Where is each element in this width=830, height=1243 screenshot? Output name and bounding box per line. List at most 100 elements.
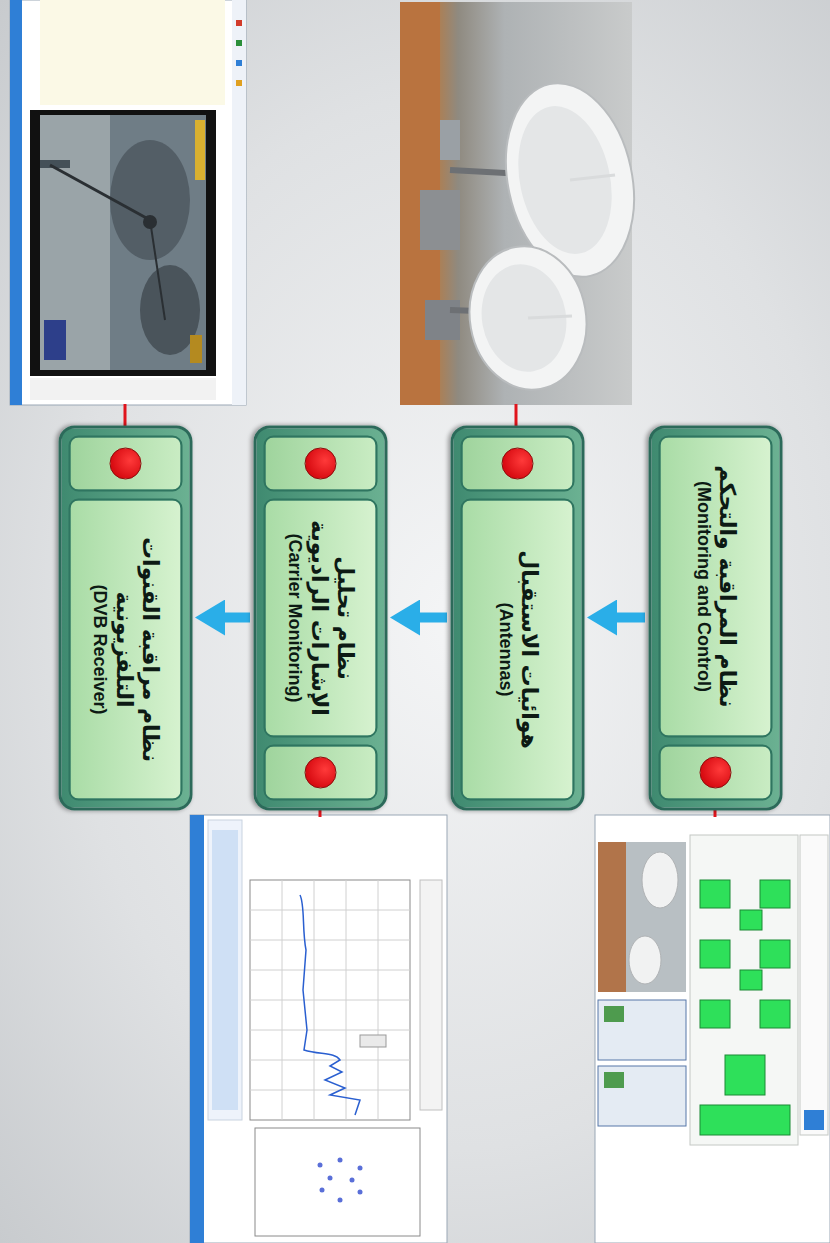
spectrum-screenshot-part-part bbox=[350, 1178, 355, 1183]
port-dot bbox=[304, 756, 336, 788]
monitoring-screenshot-part bbox=[700, 880, 790, 1135]
spectrum-screenshot-part-part bbox=[250, 1090, 410, 1091]
spectrum-screenshot-part-part bbox=[320, 1188, 325, 1193]
spectrum-screenshot-part bbox=[318, 1158, 363, 1203]
monitoring-screenshot-part bbox=[604, 1072, 624, 1088]
spectrum-screenshot-part-part bbox=[250, 910, 410, 911]
monitoring-screenshot-part-part bbox=[760, 880, 790, 908]
box-title: نظام مراقبة القنوات التلفزيونية bbox=[109, 508, 162, 790]
dvb-screenshot-part bbox=[30, 378, 216, 400]
dvb-screenshot-part bbox=[10, 0, 246, 405]
dvb-screenshot-part bbox=[150, 220, 165, 320]
monitoring-screenshot-part bbox=[804, 1110, 824, 1130]
dvb-screenshot bbox=[10, 0, 246, 405]
spectrum-screenshot-part bbox=[250, 880, 410, 1120]
process-box: هوائيات الاستقبال(Antennas) bbox=[450, 425, 584, 810]
label-panel: نظام مراقبة القنوات التلفزيونية(DVB Rece… bbox=[68, 498, 182, 800]
box-subtitle: (Monitoring and Control) bbox=[691, 481, 713, 692]
process-box: نظام تحليل الإشارات الراديوية(Carrier Mo… bbox=[253, 425, 387, 810]
spectrum-screenshot-part-part bbox=[358, 1190, 363, 1195]
process-box: نظام مراقبة القنوات التلفزيونية(DVB Rece… bbox=[58, 425, 192, 810]
port-dot bbox=[699, 756, 731, 788]
spectrum-screenshot-part-part bbox=[358, 1166, 363, 1171]
spectrum-screenshot-part bbox=[190, 815, 204, 1243]
box-title: نظام المراقبة والتحكم bbox=[713, 465, 739, 707]
antennas-photo-part bbox=[505, 97, 624, 262]
dvb-screenshot-part bbox=[40, 0, 225, 105]
dvb-screenshot-part bbox=[236, 60, 242, 66]
dvb-screenshot-part bbox=[236, 80, 242, 86]
label-panel: هوائيات الاستقبال(Antennas) bbox=[460, 498, 574, 800]
port-square bbox=[460, 435, 574, 491]
spectrum-screenshot-part-part bbox=[314, 880, 315, 1120]
monitoring-screenshot-part-part bbox=[700, 1105, 790, 1135]
monitoring-screenshot-part-part bbox=[725, 1055, 765, 1095]
spectrum-screenshot-part-part bbox=[338, 1158, 343, 1163]
spectrum-screenshot-part-part bbox=[338, 1198, 343, 1203]
spectrum-screenshot-part bbox=[420, 880, 442, 1110]
dvb-screenshot-part bbox=[232, 0, 246, 405]
monitoring-screenshot-part-part bbox=[700, 880, 730, 908]
dvb-screenshot-part bbox=[40, 115, 206, 370]
spectrum-screenshot-part-part bbox=[282, 880, 283, 1120]
label-panel: نظام المراقبة والتحكم(Monitoring and Con… bbox=[658, 435, 772, 737]
box-subtitle: (Antennas) bbox=[493, 602, 515, 696]
spectrum-screenshot-part bbox=[212, 830, 238, 1110]
port-dot bbox=[304, 447, 336, 479]
spectrum-screenshot-part bbox=[360, 1035, 386, 1047]
spectrum-screenshot-part-part bbox=[318, 1163, 323, 1168]
box-frame: نظام مراقبة القنوات التلفزيونية(DVB Rece… bbox=[58, 425, 192, 810]
box-subtitle: (Carrier Monitoring) bbox=[283, 533, 305, 702]
picture-link-part bbox=[515, 404, 518, 427]
monitoring-screenshot-part bbox=[598, 1066, 686, 1126]
monitoring-screenshot-part bbox=[604, 1006, 624, 1022]
dvb-screenshot-part bbox=[143, 215, 157, 229]
spectrum-screenshot-part-part bbox=[378, 880, 379, 1120]
monitoring-screenshot-part bbox=[598, 1000, 686, 1060]
antennas-photo-part bbox=[425, 300, 460, 340]
spectrum-screenshot-part-part bbox=[250, 1030, 410, 1031]
antennas-photo-part bbox=[440, 120, 460, 160]
spectrum-screenshot-part-part bbox=[250, 940, 410, 941]
spectrum-screenshot-part bbox=[255, 1128, 420, 1236]
flow-arrow bbox=[609, 613, 645, 623]
spectrum-screenshot-part-part bbox=[250, 970, 410, 971]
port-dot bbox=[109, 447, 141, 479]
monitoring-screenshot-part-part bbox=[700, 1000, 730, 1028]
monitoring-screenshot-part bbox=[598, 842, 626, 992]
dvb-screenshot-part bbox=[236, 20, 242, 26]
antennas-photo bbox=[400, 2, 651, 405]
port-dot bbox=[501, 447, 533, 479]
spectrum-screenshot-part-part bbox=[328, 1176, 333, 1181]
label-panel: نظام تحليل الإشارات الراديوية(Carrier Mo… bbox=[263, 498, 377, 737]
monitoring-screenshot-part-part bbox=[700, 940, 730, 968]
spectrum-screenshot-part bbox=[250, 880, 410, 1120]
dvb-screenshot-part bbox=[110, 140, 190, 260]
antennas-photo-part bbox=[570, 175, 615, 180]
antennas-photo-part bbox=[473, 258, 574, 379]
spectrum-screenshot-part-part bbox=[250, 1000, 410, 1001]
spectrum-screenshot-part bbox=[300, 895, 360, 1115]
monitoring-screenshot-part-part bbox=[740, 970, 762, 990]
antennas-photo-part bbox=[420, 190, 460, 250]
flow-arrow bbox=[217, 613, 250, 623]
monitoring-screenshot-part bbox=[800, 835, 828, 1135]
dvb-screenshot-part bbox=[44, 320, 66, 360]
dvb-screenshot-part bbox=[40, 115, 110, 370]
port-square bbox=[68, 435, 182, 491]
box-title: نظام تحليل الإشارات الراديوية bbox=[304, 508, 357, 727]
monitoring-screenshot-part-part bbox=[760, 940, 790, 968]
monitoring-screenshot-part bbox=[629, 936, 661, 984]
antennas-photo-part bbox=[528, 316, 572, 318]
spectrum-screenshot-part bbox=[208, 820, 242, 1120]
monitoring-screenshot-part-part bbox=[760, 1000, 790, 1028]
monitoring-screenshot-part bbox=[642, 852, 678, 908]
port-square bbox=[263, 435, 377, 491]
box-subtitle: (DVB Receiver) bbox=[88, 584, 110, 714]
box-frame: نظام المراقبة والتحكم(Monitoring and Con… bbox=[648, 425, 782, 810]
spectrum-screenshot-part-part bbox=[346, 880, 347, 1120]
box-frame: نظام تحليل الإشارات الراديوية(Carrier Mo… bbox=[253, 425, 387, 810]
picture-link-part bbox=[124, 404, 127, 427]
port-square bbox=[263, 744, 377, 800]
monitoring-screenshot-part bbox=[595, 815, 830, 1243]
